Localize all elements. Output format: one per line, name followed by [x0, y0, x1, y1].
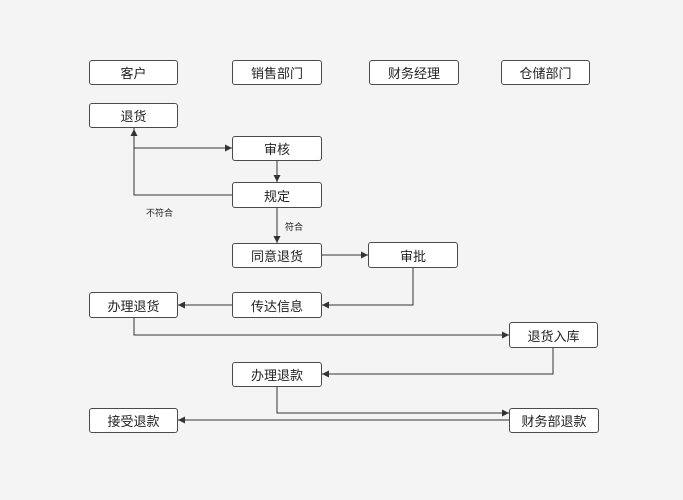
edge-handle-return-to-stock: [133, 318, 509, 339]
node-handle-refund: 办理退款: [232, 362, 322, 387]
edge-return-to-review: [133, 128, 232, 152]
lane-header-sales: 销售部门: [232, 60, 322, 85]
node-handle-return: 办理退货: [89, 292, 178, 318]
lane-header-warehouse: 仓储部门: [501, 60, 590, 85]
node-approve: 审批: [368, 242, 458, 268]
edge-stock-to-handle-refund: [322, 348, 554, 378]
node-return-to-stock: 退货入库: [509, 322, 598, 348]
edge-handle-refund-to-finance: [276, 387, 509, 417]
node-finance-refund: 财务部退款: [509, 408, 599, 433]
edge-rules-to-return-noncompliant: [130, 129, 232, 196]
edge-label-compliant: 符合: [285, 223, 304, 233]
node-agree-return: 同意退货: [232, 243, 322, 268]
node-review: 审核: [232, 136, 322, 161]
lane-header-customer: 客户: [89, 60, 178, 85]
node-rules: 规定: [232, 182, 322, 208]
lane-header-finance-manager: 财务经理: [369, 60, 459, 85]
edge-approve-to-convey: [322, 268, 414, 309]
edge-label-not-compliant: 不符合: [146, 209, 174, 219]
node-return-goods: 退货: [89, 103, 178, 128]
node-convey-info: 传达信息: [232, 292, 322, 318]
node-receive-refund: 接受退款: [89, 408, 178, 433]
